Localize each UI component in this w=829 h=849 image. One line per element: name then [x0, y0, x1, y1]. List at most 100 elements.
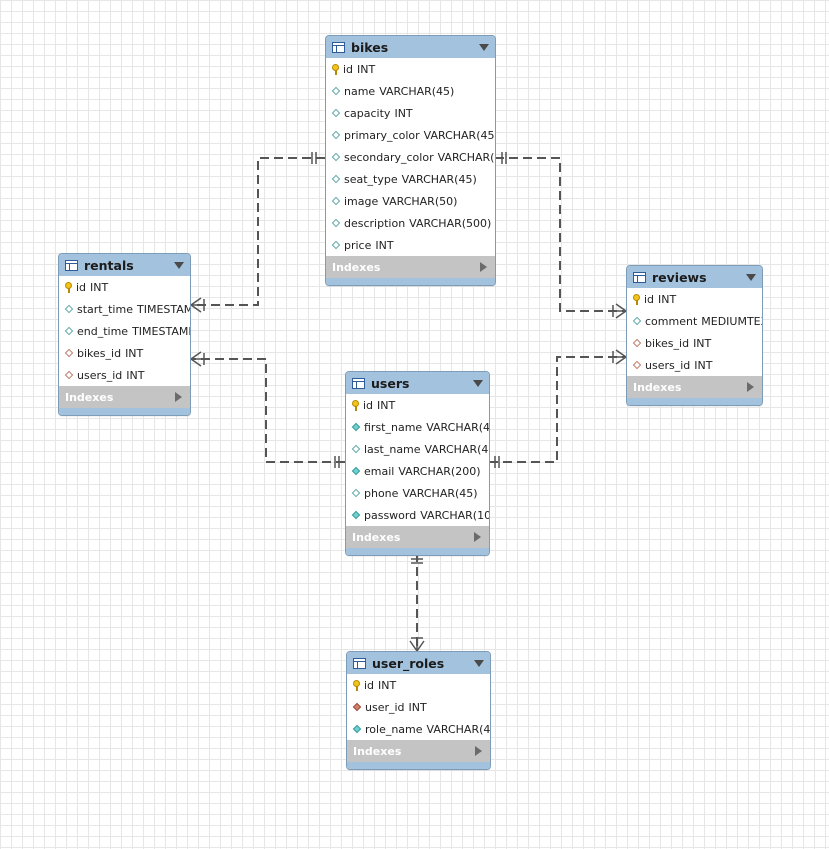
column-type: VARCHAR(45) — [402, 486, 478, 500]
column-type: VARCHAR(200) — [398, 464, 481, 478]
column-type: INT — [378, 678, 397, 692]
column-type: INT — [658, 292, 677, 306]
column-name: bikes_id — [77, 346, 122, 360]
relationship-users-rentals[interactable] — [191, 358, 345, 463]
table-header[interactable]: user_roles — [347, 652, 490, 674]
column-name: password — [364, 508, 417, 522]
table-header[interactable]: reviews — [627, 266, 762, 288]
diamond-icon — [351, 444, 361, 454]
relationship-users-reviews[interactable] — [489, 356, 626, 463]
column-type: TIMESTAMP — [136, 302, 190, 316]
expand-arrow-icon[interactable] — [175, 392, 182, 402]
diamond-icon — [351, 488, 361, 498]
column-type: VARCHAR(100) — [420, 508, 489, 522]
column-name: price — [344, 238, 372, 252]
expand-arrow-icon[interactable] — [474, 532, 481, 542]
one-mark-users-right — [494, 456, 500, 468]
table-header[interactable]: users — [346, 372, 489, 394]
dropdown-triangle-icon[interactable] — [174, 262, 184, 269]
crows-foot-reviews-users — [612, 349, 627, 365]
indexes-section[interactable]: Indexes — [346, 526, 489, 548]
diamond-icon — [632, 316, 642, 326]
column-row[interactable]: commentMEDIUMTEXT — [627, 310, 762, 332]
expand-arrow-icon[interactable] — [747, 382, 754, 392]
diamond-filled-icon — [351, 422, 361, 432]
column-name: secondary_color — [344, 150, 434, 164]
column-type: INT — [693, 336, 712, 350]
column-name: phone — [364, 486, 399, 500]
indexes-label: Indexes — [332, 260, 381, 274]
dropdown-triangle-icon[interactable] — [474, 660, 484, 667]
diamond-icon — [331, 218, 341, 228]
indexes-section[interactable]: Indexes — [627, 376, 762, 398]
indexes-label: Indexes — [352, 530, 401, 544]
dropdown-triangle-icon[interactable] — [746, 274, 756, 281]
key-icon — [633, 293, 640, 305]
dropdown-triangle-icon[interactable] — [473, 380, 483, 387]
column-type: VARCHAR(500) — [409, 216, 492, 230]
key-icon — [332, 63, 339, 75]
table-header[interactable]: bikes — [326, 36, 495, 58]
indexes-section[interactable]: Indexes — [326, 256, 495, 278]
column-type: INT — [375, 238, 394, 252]
column-name: comment — [645, 314, 698, 328]
column-name: users_id — [645, 358, 691, 372]
crows-foot-user-roles — [409, 637, 425, 652]
indexes-section[interactable]: Indexes — [59, 386, 190, 408]
table-icon — [352, 377, 365, 389]
diamond-icon — [64, 326, 74, 336]
column-type: VARCHAR(45) — [401, 172, 477, 186]
diamond-icon — [331, 174, 341, 184]
relationship-bikes-rentals[interactable] — [191, 157, 325, 306]
column-name: user_id — [365, 700, 405, 714]
column-type: TIMESTAMP — [132, 324, 191, 338]
diamond-icon — [331, 152, 341, 162]
relationship-bikes-reviews[interactable] — [495, 157, 626, 312]
foreign-key-diamond-icon — [64, 370, 74, 380]
column-name: id — [76, 280, 87, 294]
column-type: VARCHAR(45) — [424, 442, 489, 456]
key-icon — [353, 679, 360, 691]
diamond-icon — [331, 130, 341, 140]
expand-arrow-icon[interactable] — [480, 262, 487, 272]
expand-arrow-icon[interactable] — [475, 746, 482, 756]
column-type: MEDIUMTEXT — [701, 314, 762, 328]
column-name: last_name — [364, 442, 421, 456]
dropdown-triangle-icon[interactable] — [479, 44, 489, 51]
table-header[interactable]: rentals — [59, 254, 190, 276]
column-name: name — [344, 84, 376, 98]
indexes-section[interactable]: Indexes — [347, 740, 490, 762]
